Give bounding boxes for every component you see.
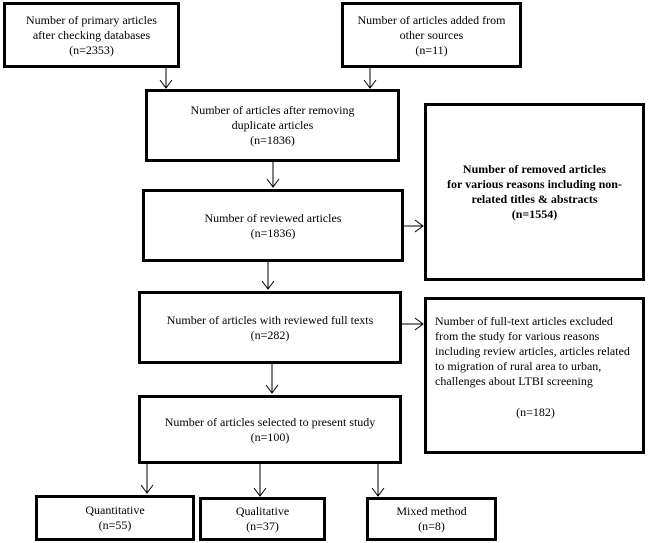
box-mixed-method: Mixed method (n=8): [366, 497, 497, 541]
box-primary-articles: Number of primary articles after checkin…: [3, 2, 180, 68]
removed-line-2: for various reasons including non-: [447, 177, 622, 191]
box-excluded-full-text: Number of full-text articles excluded fr…: [424, 297, 645, 454]
arrow-selected-to-quantitative: [140, 462, 154, 494]
arrow-primary-to-dedup: [159, 67, 173, 89]
removed-line-3: related titles & abstracts: [471, 192, 598, 206]
added-line-1: Number of articles added from: [357, 12, 506, 27]
arrow-reviewed-to-fulltexts: [261, 260, 275, 290]
mixed-label: Mixed method: [396, 504, 467, 518]
dedup-count: (n=1836): [250, 133, 295, 147]
arrow-fulltexts-to-selected: [265, 362, 279, 394]
removed-line-1: Number of removed articles: [462, 162, 607, 176]
box-reviewed-articles: Number of reviewed articles (n=1836): [142, 189, 404, 262]
box-after-removing-duplicates: Number of articles after removing duplic…: [145, 89, 400, 162]
box-added-articles: Number of articles added from other sour…: [341, 2, 522, 68]
arrow-selected-to-qualitative: [253, 462, 267, 497]
primary-line-2: after checking databases: [32, 27, 151, 42]
fulltexts-count: (n=282): [250, 327, 290, 342]
box-quantitative: Quantitative (n=55): [35, 495, 195, 541]
selected-count: (n=100): [250, 429, 290, 444]
box-removed-articles: Number of removed articles for various r…: [424, 103, 645, 281]
arrow-added-to-dedup: [363, 67, 377, 89]
qualitative-count: (n=37): [246, 519, 279, 533]
quantitative-label: Quantitative: [85, 503, 145, 517]
removed-count: (n=1554): [511, 207, 558, 221]
excluded-reasons: Number of full-text articles excluded fr…: [435, 314, 630, 388]
primary-count: (n=2353): [69, 42, 114, 57]
dedup-line-2: duplicate articles: [231, 118, 314, 132]
excluded-count: (n=182): [516, 405, 555, 419]
qualitative-label: Qualitative: [235, 504, 290, 518]
reviewed-line-1: Number of reviewed articles: [204, 210, 342, 225]
added-count: (n=11): [415, 42, 448, 57]
box-selected-articles: Number of articles selected to present s…: [138, 395, 402, 464]
fulltexts-line-1: Number of articles with reviewed full te…: [166, 312, 374, 327]
quantitative-count: (n=55): [98, 518, 132, 532]
selected-line-1: Number of articles selected to present s…: [164, 414, 376, 429]
mixed-count: (n=8): [418, 519, 445, 533]
added-line-2: other sources: [399, 27, 464, 42]
reviewed-count: (n=1836): [250, 225, 296, 240]
box-qualitative: Qualitative (n=37): [199, 497, 326, 541]
primary-line-1: Number of primary articles: [26, 12, 157, 27]
dedup-line-1: Number of articles after removing: [190, 103, 355, 117]
arrow-selected-to-mixed: [371, 462, 385, 497]
arrow-fulltexts-to-excluded: [401, 317, 424, 331]
arrow-dedup-to-reviewed: [266, 161, 280, 188]
box-reviewed-full-texts: Number of articles with reviewed full te…: [138, 291, 402, 364]
arrow-reviewed-to-removed: [404, 219, 424, 233]
